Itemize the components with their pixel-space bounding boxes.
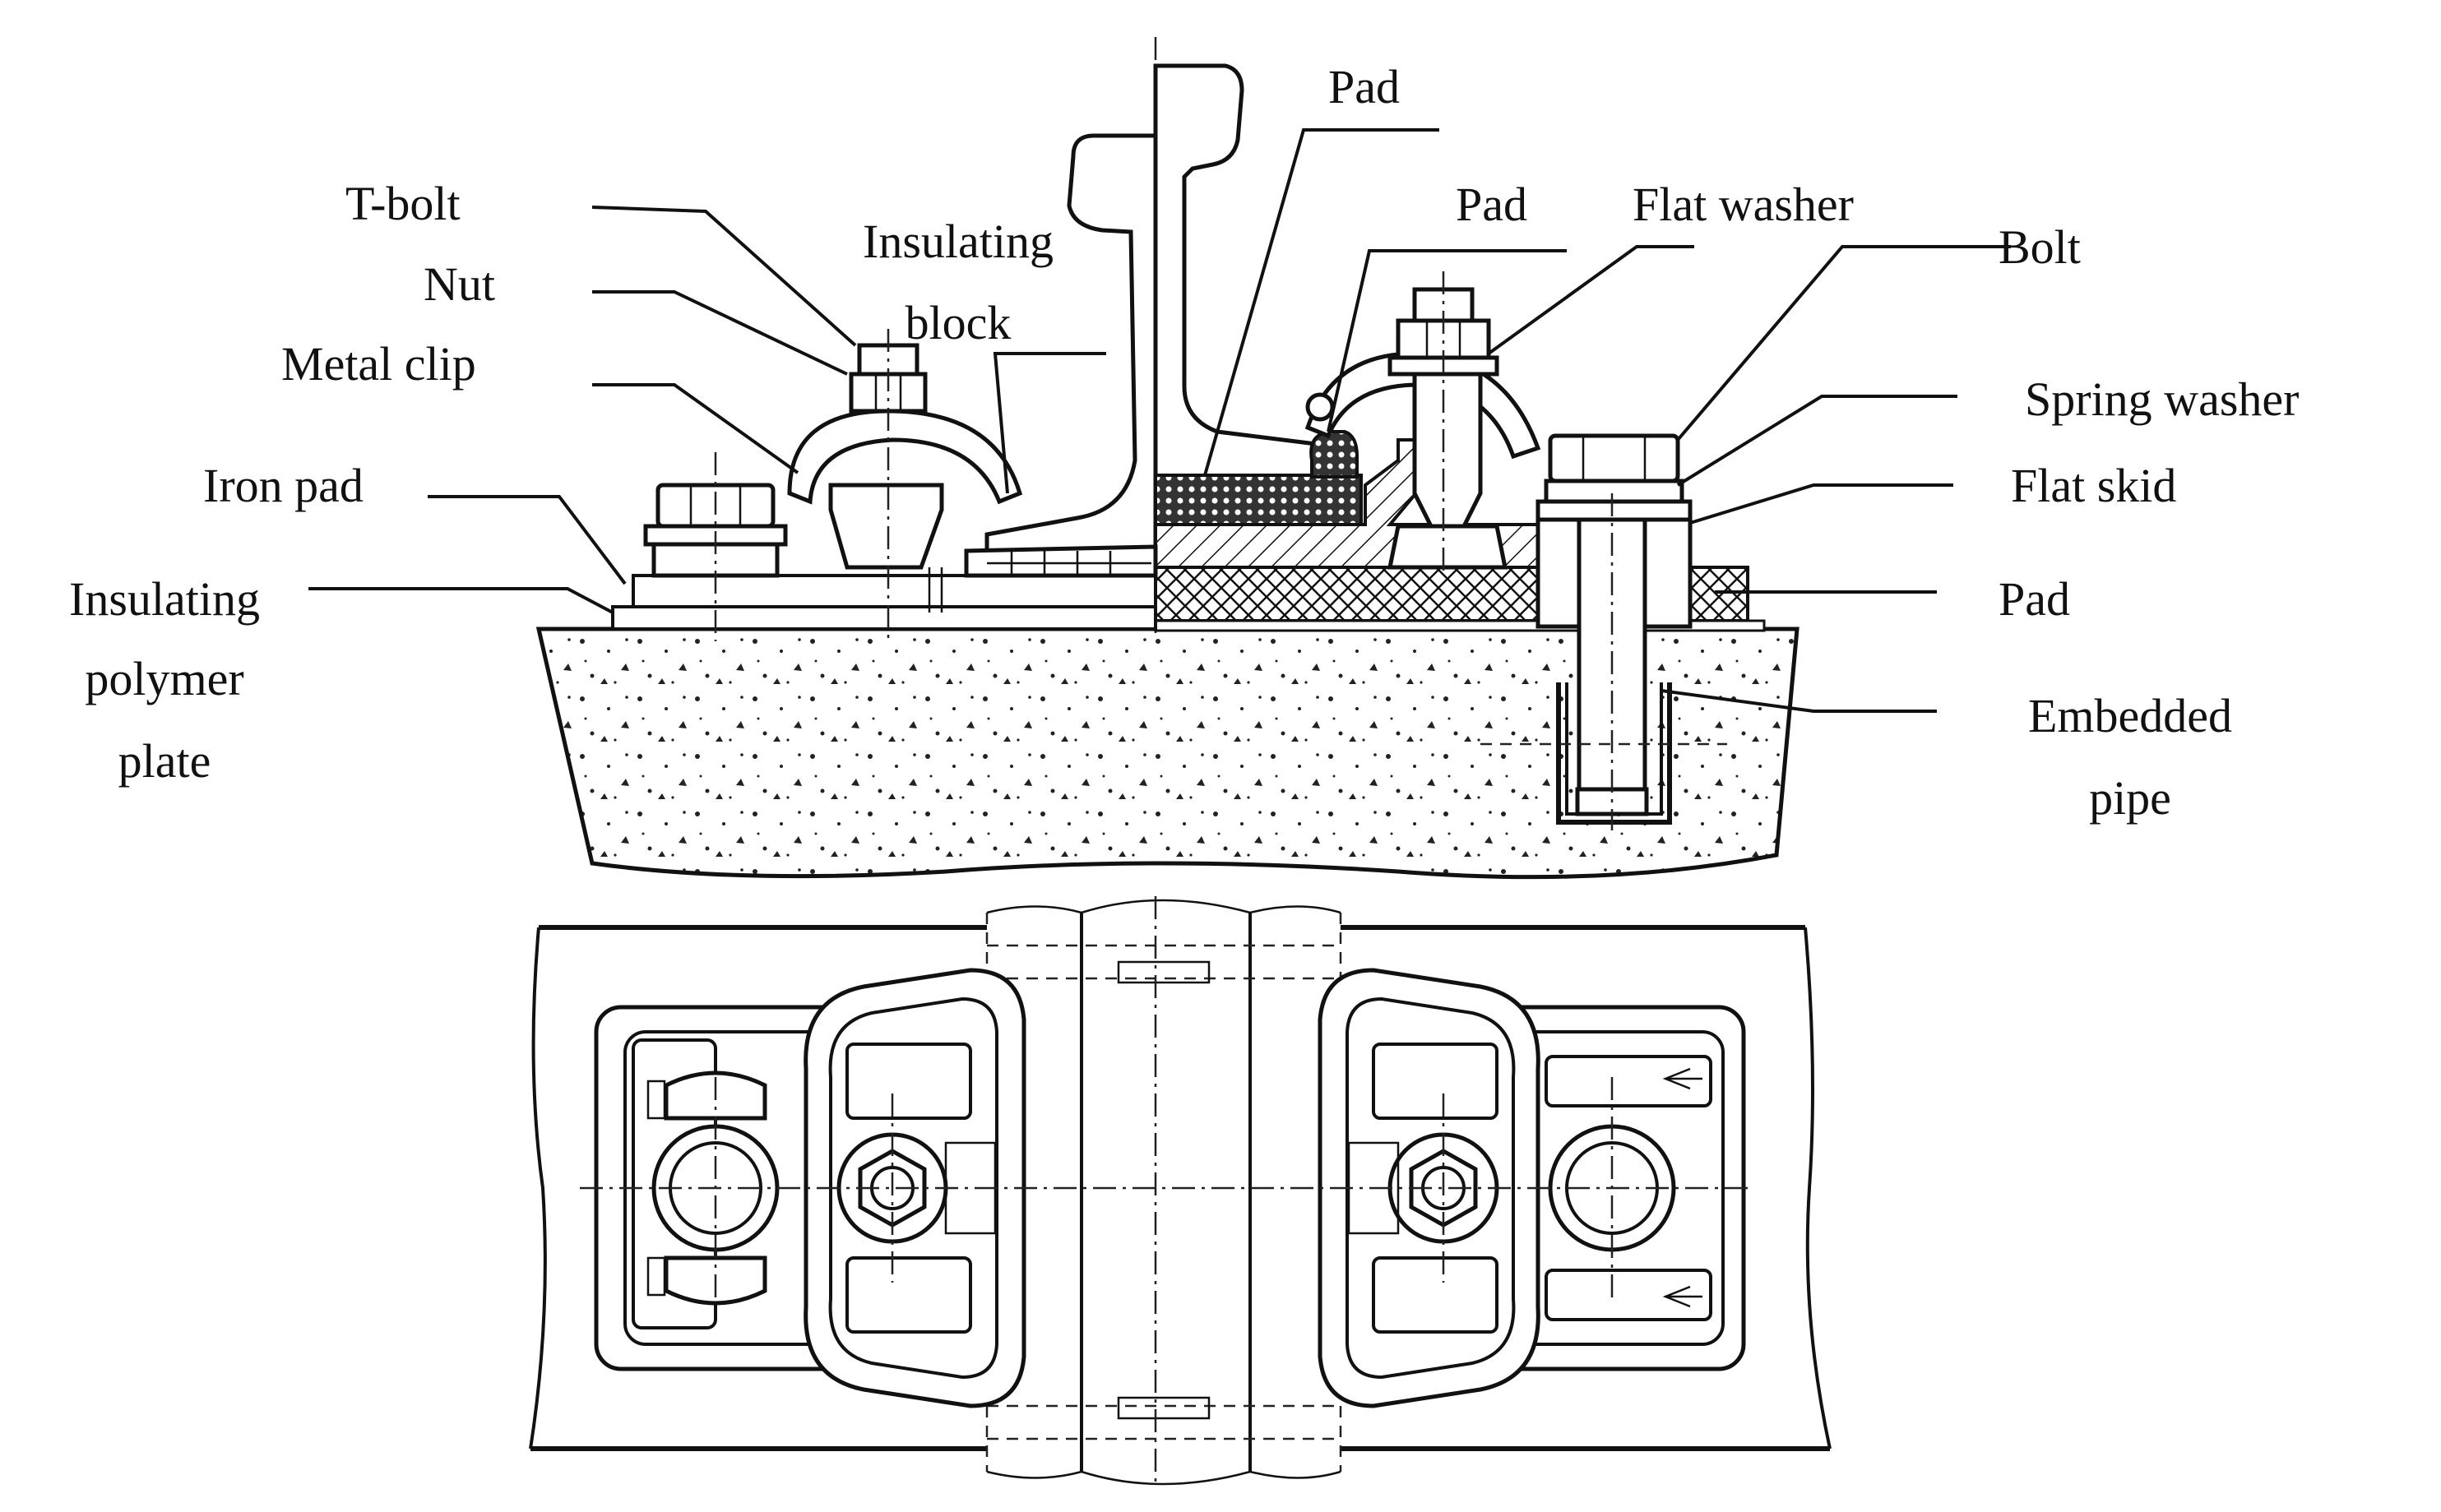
right-clip-assembly [1304, 271, 1541, 576]
pad-rubber-layer [1154, 474, 1363, 526]
label-nut: Nut [424, 257, 495, 311]
label-t-bolt: T-bolt [345, 177, 461, 230]
block-teeth [987, 551, 1151, 576]
rail-profile-left [984, 133, 1158, 553]
label-iron-pad: Iron pad [203, 459, 364, 512]
label-bolt: Bolt [1999, 220, 2081, 274]
label-insulating-polymer-plate-1: Insulating [69, 572, 260, 626]
label-flat-washer: Flat washer [1633, 178, 1854, 231]
label-insulating-block-2: block [906, 296, 1012, 349]
label-flat-skid: Flat skid [2011, 459, 2176, 512]
label-embedded-pipe-2: pipe [2089, 771, 2171, 825]
pad-raised [1309, 430, 1359, 479]
labels: T-bolt Nut Metal clip Iron pad Insulatin… [69, 60, 2299, 825]
right-fixing-bolt [1480, 433, 1727, 830]
label-insulating-polymer-plate-3: plate [118, 734, 211, 788]
concrete-sleeper [535, 627, 1799, 880]
label-spring-washer: Spring washer [2025, 372, 2299, 426]
label-pad-top: Pad [1328, 60, 1400, 113]
label-pad-low: Pad [1999, 572, 2070, 626]
label-metal-clip: Metal clip [281, 337, 476, 391]
leader-lines [308, 128, 2011, 713]
rail-plan [985, 896, 1342, 1488]
iron-pad-left [632, 574, 1157, 608]
label-insulating-block-1: Insulating [863, 215, 1054, 268]
label-embedded-pipe-1: Embedded [2028, 689, 2232, 742]
plan-view [529, 896, 1832, 1488]
label-insulating-polymer-plate-2: polymer [85, 652, 243, 705]
insulating-polymer-plate-left [611, 605, 1157, 631]
section-view [535, 37, 1799, 880]
left-fixing-bolt [643, 452, 788, 641]
left-clip-assembly [787, 329, 1023, 641]
label-pad-mid: Pad [1456, 178, 1527, 231]
insulating-block-left [964, 544, 1158, 578]
